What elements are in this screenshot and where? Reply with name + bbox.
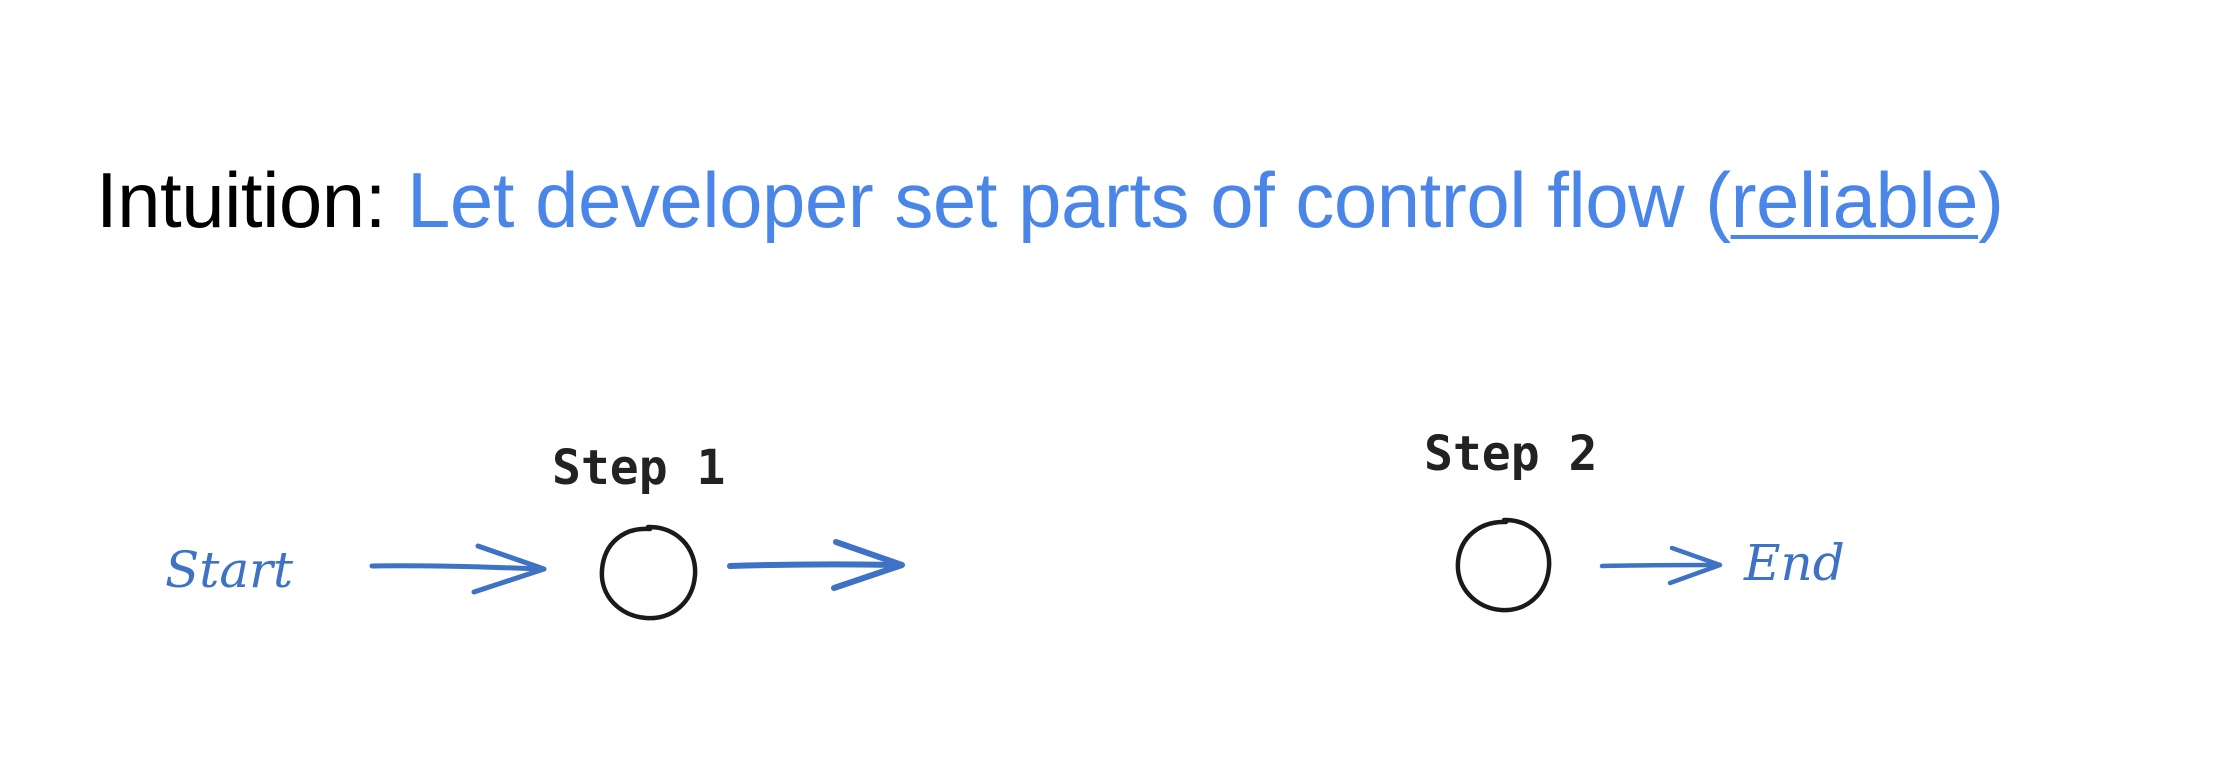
step-2-label: Step 2	[1424, 426, 1597, 482]
start-label: Start	[165, 541, 294, 599]
step-1-node	[599, 524, 698, 621]
arrow-start-to-step1	[369, 543, 547, 595]
step-2-node	[1455, 517, 1552, 613]
slide-title: Intuition: Let developer set parts of co…	[96, 150, 2004, 250]
step-1-label: Step 1	[552, 440, 725, 496]
end-label: End	[1743, 534, 1845, 592]
title-suffix: )	[1978, 156, 2004, 244]
arrow-step1-out	[727, 539, 905, 591]
reliable-link[interactable]: reliable	[1730, 156, 1979, 244]
title-prefix: Intuition:	[96, 156, 386, 244]
arrow-step2-to-end	[1599, 545, 1723, 586]
title-accent-text: Let developer set parts of control flow …	[407, 156, 1731, 244]
